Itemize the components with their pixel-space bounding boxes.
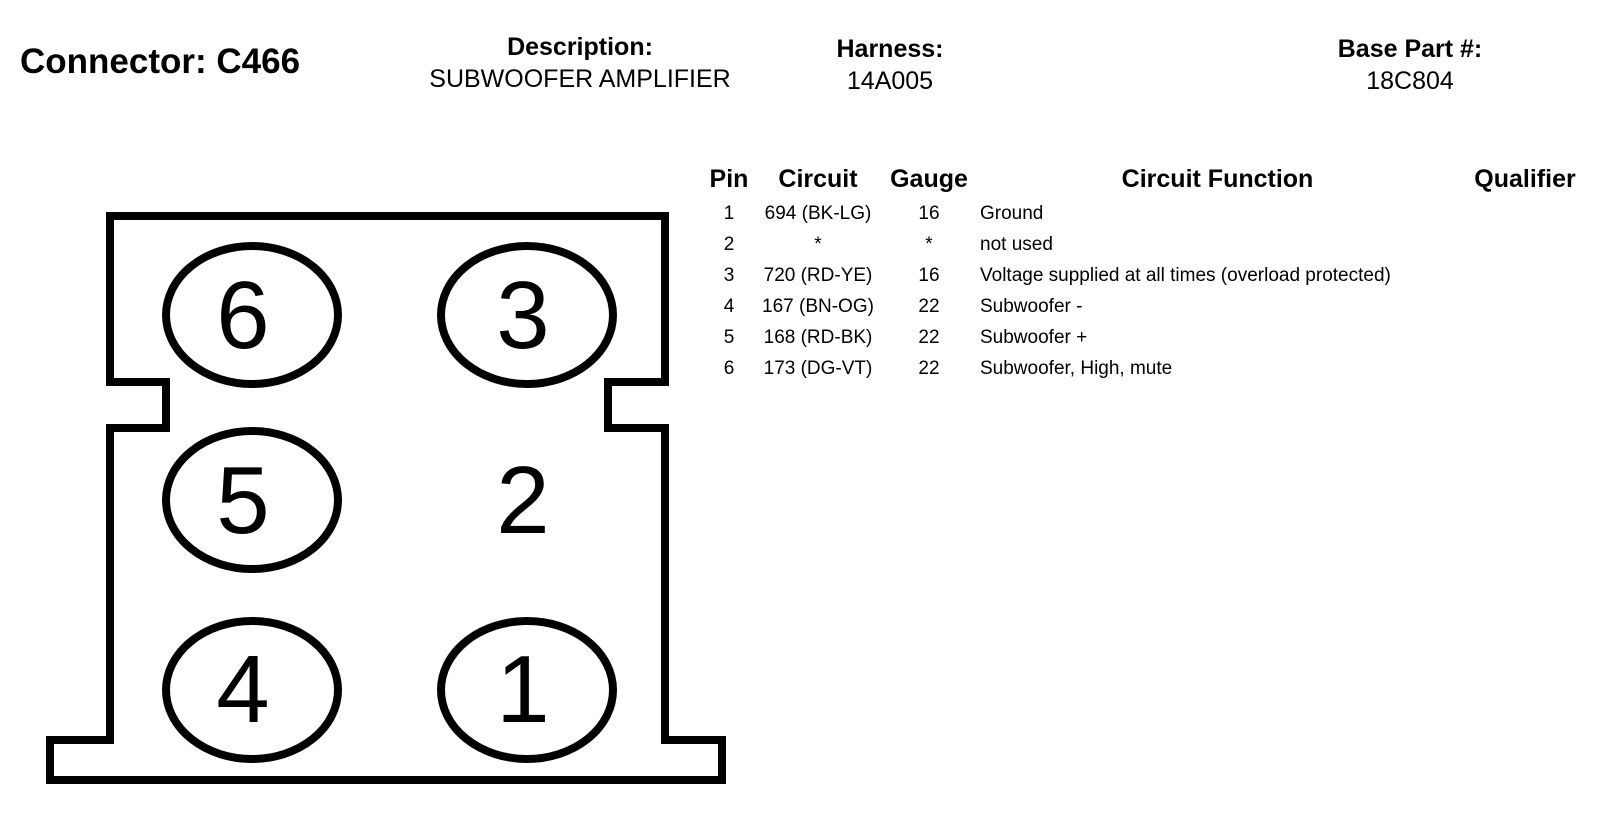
pin-6-socket [162,242,342,388]
connector-housing [46,212,726,784]
connector-title: Connector: C466 [20,42,301,81]
connector-diagram: 6 3 5 2 4 1 [46,212,726,784]
cell-pin: 3 [723,264,735,286]
cell-gauge: 22 [918,295,940,317]
header-gauge: Gauge [890,164,968,193]
pin-4-socket [162,617,342,763]
cell-gauge: * [925,233,933,255]
cell-function: Ground [980,202,1044,224]
cell-function: Subwoofer + [980,326,1088,348]
base-part-header: Base Part #: 18C804 [1300,34,1520,98]
cell-qualifier [1455,229,1595,260]
table-row: 4 167 (BN-OG) 22 Subwoofer - [700,291,1595,322]
cell-function: Voltage supplied at all times (overload … [980,264,1391,286]
base-part-value: 18C804 [1366,67,1454,95]
harness-value: 14A005 [846,67,934,95]
pin-5-label: 5 [216,447,269,554]
header-circuit-function: Circuit Function [1121,164,1314,193]
table-row: 2 * * not used [700,229,1595,260]
description-value: SUBWOOFER AMPLIFIER [429,65,731,93]
cell-gauge: 16 [918,264,940,286]
header-qualifier: Qualifier [1474,164,1576,193]
cell-circuit: 167 (BN-OG) [762,295,874,317]
cell-qualifier [1455,353,1595,384]
cell-pin: 4 [723,295,735,317]
cell-pin: 1 [723,202,735,224]
cell-qualifier [1455,198,1595,229]
pin-6-label: 6 [216,262,269,369]
cell-circuit: * [814,233,822,255]
description-label: Description: [507,33,653,61]
table-row: 3 720 (RD-YE) 16 Voltage supplied at all… [700,260,1595,291]
base-part-label: Base Part #: [1337,35,1483,63]
cell-circuit: 168 (RD-BK) [763,326,873,348]
harness-header: Harness: 14A005 [800,34,980,98]
pin-1-label: 1 [496,636,549,743]
pin-3-label: 3 [496,262,549,369]
pin-2-label: 2 [496,447,549,554]
cell-circuit: 173 (DG-VT) [763,357,873,379]
table-row: 6 173 (DG-VT) 22 Subwoofer, High, mute [700,353,1595,384]
cell-function: not used [980,233,1053,255]
cell-gauge: 22 [918,326,940,348]
cell-qualifier [1455,260,1595,291]
pin-table-header-row: Pin Circuit Gauge Circuit Function Quali… [700,160,1595,198]
cell-pin: 6 [723,357,735,379]
cell-gauge: 22 [918,357,940,379]
cell-pin: 2 [723,233,735,255]
cell-qualifier [1455,291,1595,322]
pin-5-socket [162,427,342,573]
table-row: 5 168 (RD-BK) 22 Subwoofer + [700,322,1595,353]
cell-qualifier [1455,322,1595,353]
pin-4-label: 4 [216,636,269,743]
cell-function: Subwoofer - [980,295,1083,317]
table-row: 1 694 (BK-LG) 16 Ground [700,198,1595,229]
cell-pin: 5 [723,326,735,348]
description-header: Description: SUBWOOFER AMPLIFIER [380,32,780,96]
cell-circuit: 720 (RD-YE) [763,264,873,286]
cell-function: Subwoofer, High, mute [980,357,1173,379]
pin-1-socket [437,617,617,763]
pin-table: Pin Circuit Gauge Circuit Function Quali… [700,160,1595,384]
cell-gauge: 16 [918,202,940,224]
harness-label: Harness: [836,35,944,63]
header-circuit: Circuit [778,164,858,193]
cell-circuit: 694 (BK-LG) [764,202,872,224]
pin-3-socket [437,242,617,388]
header-pin: Pin [709,164,749,193]
